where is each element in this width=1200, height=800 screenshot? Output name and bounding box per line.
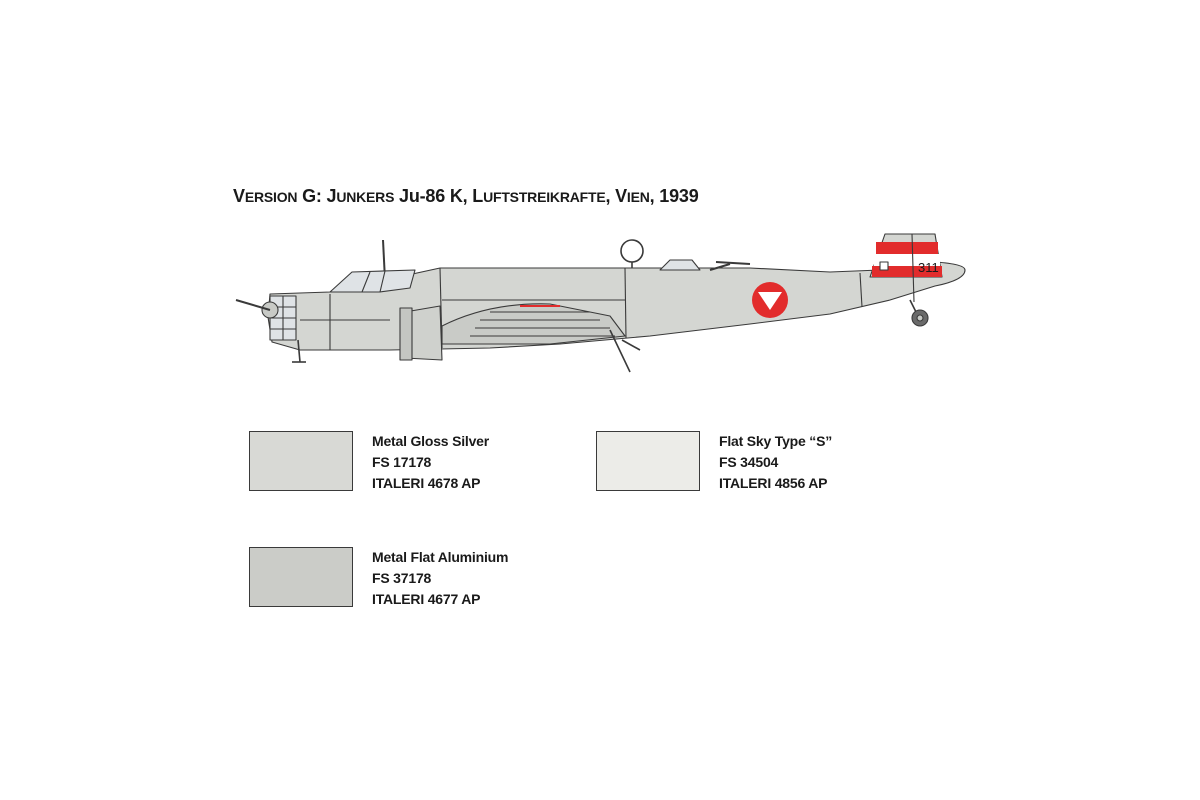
- title-year: , 1939: [649, 186, 699, 206]
- triangle-roundel: [752, 282, 788, 318]
- paint-italeri-code: ITALERI 4678 AP: [372, 475, 481, 491]
- title-version-letter: G:: [297, 186, 327, 206]
- dorsal-turret: [659, 259, 701, 271]
- title-v-initial: V: [233, 186, 245, 206]
- title-l-initial: L: [472, 186, 484, 206]
- swatch-flat-sky-type-s: [596, 431, 700, 491]
- cockpit-canopy: [329, 269, 416, 293]
- tail-stripe-red-bottom: [872, 266, 942, 277]
- tail-stripe-white: [874, 254, 940, 266]
- paint-name: Metal Gloss Silver: [372, 433, 490, 449]
- tail-number: 311: [918, 260, 939, 275]
- aircraft-profile: 311: [235, 233, 966, 373]
- paint-name: Flat Sky Type “S”: [719, 433, 833, 449]
- version-title: Version G: Junkers Ju-86 K, Luftstreikra…: [233, 186, 699, 207]
- paint-metal-flat-aluminium: Metal Flat Aluminium FS 37178 ITALERI 46…: [372, 547, 508, 610]
- title-j-rest: unkers: [336, 189, 395, 205]
- paint-italeri-code: ITALERI 4856 AP: [719, 475, 828, 491]
- df-loop-antenna: [620, 239, 644, 263]
- swatch-metal-gloss-silver: [249, 431, 353, 491]
- paint-metal-gloss-silver: Metal Gloss Silver FS 17178 ITALERI 4678…: [372, 431, 489, 494]
- nose-gun: [235, 299, 271, 311]
- title-vi-rest: ien: [626, 189, 650, 205]
- paint-fs-code: FS 34504: [719, 454, 779, 470]
- title-l-rest: uftstreikrafte: [483, 189, 606, 205]
- wing: [441, 303, 626, 345]
- title-j-initial: J: [326, 186, 337, 206]
- title-vi-initial: V: [615, 186, 627, 206]
- paint-flat-sky-type-s: Flat Sky Type “S” FS 34504 ITALERI 4856 …: [719, 431, 832, 494]
- main-landing-gear: [609, 329, 631, 373]
- paint-italeri-code: ITALERI 4677 AP: [372, 591, 481, 607]
- tail-stripe-red-top: [876, 242, 938, 254]
- title-comma: ,: [605, 186, 616, 206]
- paint-fs-code: FS 37178: [372, 570, 432, 586]
- title-v-rest: ersion: [244, 189, 298, 205]
- title-model: Ju-86 K,: [394, 186, 473, 206]
- paint-name: Metal Flat Aluminium: [372, 549, 509, 565]
- paint-fs-code: FS 17178: [372, 454, 432, 470]
- swatch-metal-flat-aluminium: [249, 547, 353, 607]
